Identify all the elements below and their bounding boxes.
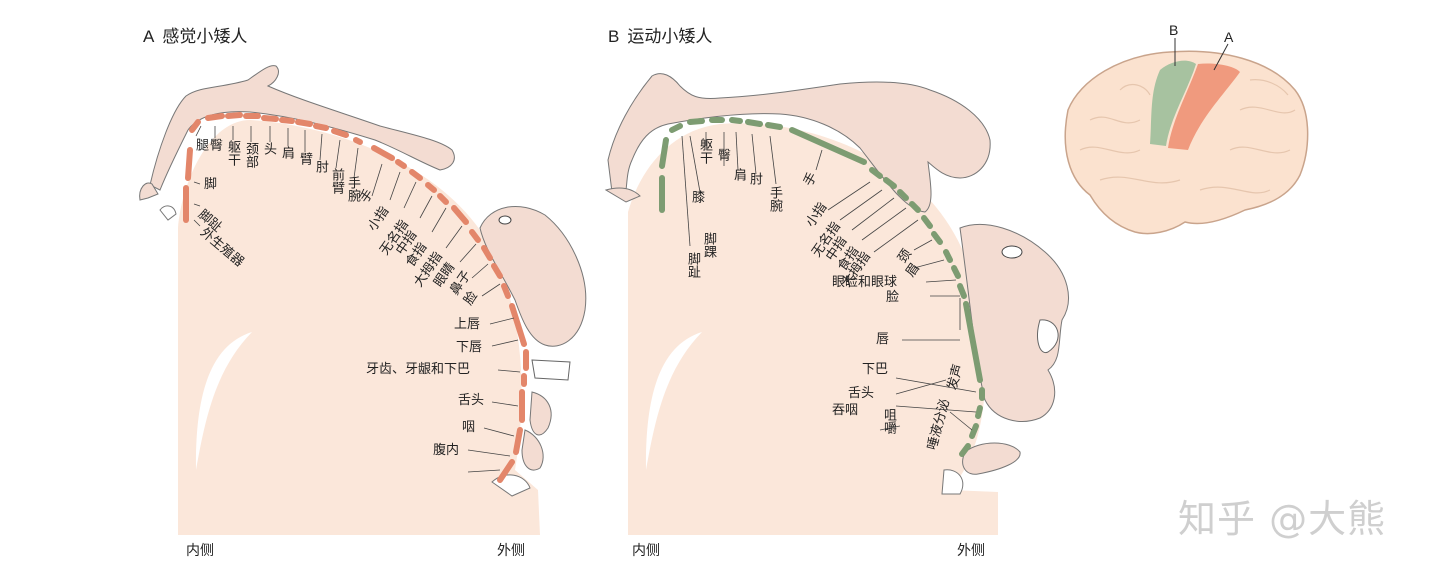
panel-a-ventricle <box>195 332 252 470</box>
panel-b-lateral: 外侧 <box>957 543 985 559</box>
label-a-wrist: 手腕 <box>345 176 360 202</box>
panel-a-homunculus-head <box>479 205 587 347</box>
brain-motor-area <box>1150 60 1196 146</box>
label-a-trunk: 躯干 <box>225 140 240 166</box>
label-b-hip: 臀 <box>715 148 730 161</box>
label-a-abdominal: 腹内 <box>433 443 460 458</box>
label-b-chew: 咀嚼 <box>881 408 896 434</box>
label-a-tongue: 舌头 <box>458 393 485 408</box>
label-b-tongue: 舌头 <box>848 386 875 401</box>
label-a-pharynx: 咽 <box>462 420 476 435</box>
label-b-jaw: 下巴 <box>862 362 889 377</box>
label-a-elbow: 肘 <box>313 160 328 173</box>
label-b-trunk: 躯干 <box>697 138 712 164</box>
panel-b-ventricle <box>645 332 702 470</box>
panel-b-graphic <box>604 73 1069 536</box>
panel-a-homunculus-body <box>149 65 455 191</box>
label-a-lower-lip: 下唇 <box>456 340 483 355</box>
panel-a-graphic <box>139 65 587 535</box>
label-b-knee: 膝 <box>689 190 704 203</box>
label-b-face: 脸 <box>886 290 900 305</box>
brain-gyri <box>1079 79 1296 194</box>
panel-b-medial: 内侧 <box>632 543 660 559</box>
label-b-toes: 脚趾 <box>685 252 700 278</box>
panel-a-title-text: 感觉小矮人 <box>162 27 248 46</box>
panel-a-leader-lines <box>193 125 521 473</box>
label-b-swallow: 吞咽 <box>832 403 859 418</box>
panel-b-letter: B <box>608 27 620 46</box>
panel-a-homunculus-toes <box>159 205 177 221</box>
panel-a-title: A 感觉小矮人 <box>143 22 247 47</box>
panel-b-motor-strip <box>659 117 985 457</box>
label-b-shoulder: 肩 <box>731 168 746 181</box>
label-b-lips: 唇 <box>876 332 890 347</box>
panel-b-leader-lines <box>681 131 977 431</box>
label-a-leg: 腿 <box>193 138 208 151</box>
panel-a-medial: 内侧 <box>186 543 214 559</box>
panel-a-lateral: 外侧 <box>497 543 525 559</box>
panel-b-homunculus-tongue <box>962 442 1021 475</box>
label-a-upper-lip: 上唇 <box>454 317 481 332</box>
panel-a-homunculus-pharynx <box>521 429 544 471</box>
brain-graphic <box>1064 38 1309 235</box>
watermark: 知乎 @大熊 <box>1178 497 1387 541</box>
brain-label-a: A <box>1224 29 1234 45</box>
label-a-hip: 臀 <box>207 138 222 151</box>
panel-a-sensory-strip <box>183 112 529 483</box>
panel-a-homunculus-tongue <box>529 391 552 436</box>
label-b-elbow: 肘 <box>747 172 762 185</box>
panel-b-homunculus-mouth <box>1037 319 1059 354</box>
panel-a-homunculus-foot <box>139 182 159 201</box>
panel-a-homunculus-eye <box>498 215 512 225</box>
panel-b-title: B 运动小矮人 <box>608 22 712 47</box>
panel-b-homunculus-eye <box>1001 245 1023 259</box>
label-b-eyelid: 眼睑和眼球 <box>832 275 898 290</box>
label-a-arm: 臂 <box>297 152 312 165</box>
panel-b-title-text: 运动小矮人 <box>627 27 713 46</box>
panel-b-cortex <box>628 123 998 536</box>
panel-b-homunculus-foot <box>604 187 641 203</box>
brain-sensory-area <box>1168 63 1240 151</box>
label-a-forearm: 前臂 <box>329 168 344 194</box>
label-a-shoulder: 肩 <box>279 146 294 159</box>
label-a-neck: 颈部 <box>243 142 258 168</box>
panel-a-letter: A <box>143 27 155 46</box>
label-b-ankle: 脚踝 <box>701 232 716 258</box>
panel-a-cortex <box>178 120 540 535</box>
brain-label-b: B <box>1169 22 1179 38</box>
panel-b-homunculus-throat <box>941 469 964 495</box>
label-a-head: 头 <box>261 142 276 155</box>
panel-a-homunculus-teeth <box>531 359 571 381</box>
label-a-foot: 脚 <box>204 177 218 192</box>
label-a-teeth: 牙齿、牙龈和下巴 <box>366 362 471 377</box>
label-b-wrist: 手腕 <box>767 186 782 212</box>
